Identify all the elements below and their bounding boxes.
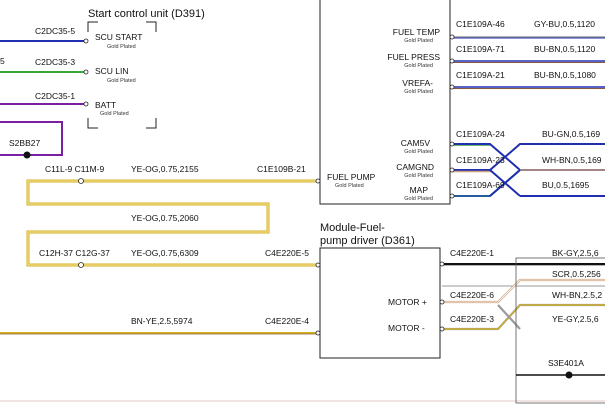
pcm-pin-fuel-press-sub: Gold Plated <box>404 63 433 69</box>
module-wire-3: YE-GY,2.5,6 <box>552 314 599 324</box>
pcm-pin-camgnd: CAMGND <box>396 162 434 172</box>
pcm-pin-cam5v-sub: Gold Plated <box>404 149 433 155</box>
pcm-pin-camgnd-sub: Gold Plated <box>404 173 433 179</box>
pcm-conn-71: C1E109A-71 <box>456 44 505 54</box>
module-wires <box>439 257 605 404</box>
pcm-pin-cam5v: CAM5V <box>400 138 430 148</box>
wire-label-1: YE-OG,0.75,2155 <box>131 164 199 174</box>
pcm-pin-map-sub: Gold Plated <box>404 196 433 202</box>
module-conn-1: C4E220E-1 <box>450 248 494 258</box>
bn-ye-wire <box>0 330 321 336</box>
pcm-pin-fuel-pump-sub: Gold Plated <box>335 183 364 189</box>
pcm-wire-69: BU,0.5,1695 <box>542 180 590 190</box>
pcm-pin-vrefa-sub: Gold Plated <box>404 89 433 95</box>
pcm-pin-fuel-temp-sub: Gold Plated <box>404 38 433 44</box>
wire-label-2: YE-OG,0.75,2060 <box>131 213 199 223</box>
pcm-conn-46: C1E109A-46 <box>456 19 505 29</box>
module-conn-3: C4E220E-3 <box>450 314 494 324</box>
scu-pin-lin-sub: Gold Plated <box>107 78 136 84</box>
module-wire-scr: SCR,0.5,256 <box>552 269 601 279</box>
pcm-conn-23: C1E109A-23 <box>456 155 505 165</box>
module-wire-4: BN-YE,2.5,5974 <box>131 316 193 326</box>
scu-box <box>87 21 157 129</box>
scu-pin-start-sub: Gold Plated <box>107 44 136 50</box>
inline-connector-2: C12H-37 C12G-37 <box>39 248 110 258</box>
scu-wires <box>0 38 89 159</box>
pcm-conn-b21: C1E109B-21 <box>257 164 306 174</box>
module-pin-motor-plus: MOTOR + <box>388 297 427 307</box>
pcm-box <box>319 0 451 205</box>
module-conn-6: C4E220E-6 <box>450 290 494 300</box>
scu-conn-batt: C2DC35-1 <box>35 91 76 101</box>
pcm-conn-21: C1E109A-21 <box>456 70 505 80</box>
scu-title: Start control unit (D391) <box>88 8 205 20</box>
scu-conn-lin: C2DC35-3 <box>35 57 76 67</box>
module-title-1: Module-Fuel- <box>320 222 385 234</box>
pcm-wire-21: BU-BN,0.5,1080 <box>534 70 596 80</box>
scu-pin-start: SCU START <box>95 32 143 42</box>
pcm-wire-23: WH-BN,0.5,169 <box>542 155 602 165</box>
module-wire-6: WH-BN,2.5,2 <box>552 290 603 300</box>
module-title-2: pump driver (D361) <box>320 235 415 247</box>
pcm-pin-fuel-temp: FUEL TEMP <box>392 27 440 37</box>
pcm-conn-24: C1E109A-24 <box>456 129 505 139</box>
scu-left-fragment: 5 <box>0 56 5 66</box>
splice-right: S3E401A <box>548 358 584 368</box>
splice-left: S2BB27 <box>9 138 41 148</box>
scu-pin-lin: SCU LIN <box>95 66 129 76</box>
pcm-wire-46: GY-BU,0.5,1120 <box>534 19 595 29</box>
inline-connector-1: C11L-9 C11M-9 <box>45 164 105 174</box>
pcm-conn-69: C1E109A-69 <box>456 180 505 190</box>
pcm-pin-map: MAP <box>409 185 428 195</box>
module-conn-4: C4E220E-4 <box>265 316 309 326</box>
pcm-pin-fuel-press: FUEL PRESS <box>387 52 440 62</box>
module-conn-5: C4E220E-5 <box>265 248 309 258</box>
pcm-pin-vrefa: VREFA- <box>402 78 433 88</box>
pcm-wire-71: BU-BN,0.5,1120 <box>534 44 596 54</box>
scu-conn-start: C2DC35-5 <box>35 26 76 36</box>
wire-label-3: YE-OG,0.75,6309 <box>131 248 199 258</box>
pcm-pin-fuel-pump: FUEL PUMP <box>327 172 376 182</box>
fuel-pump-wire <box>26 178 321 268</box>
scu-pin-batt: BATT <box>95 100 117 110</box>
module-wire-1: BK-GY,2.5,6 <box>552 248 599 258</box>
scu-pin-batt-sub: Gold Plated <box>100 111 129 117</box>
pcm-wire-24: BU-GN,0.5,169 <box>542 129 601 139</box>
pcm-wires <box>449 34 605 199</box>
module-pin-motor-minus: MOTOR - <box>388 323 425 333</box>
